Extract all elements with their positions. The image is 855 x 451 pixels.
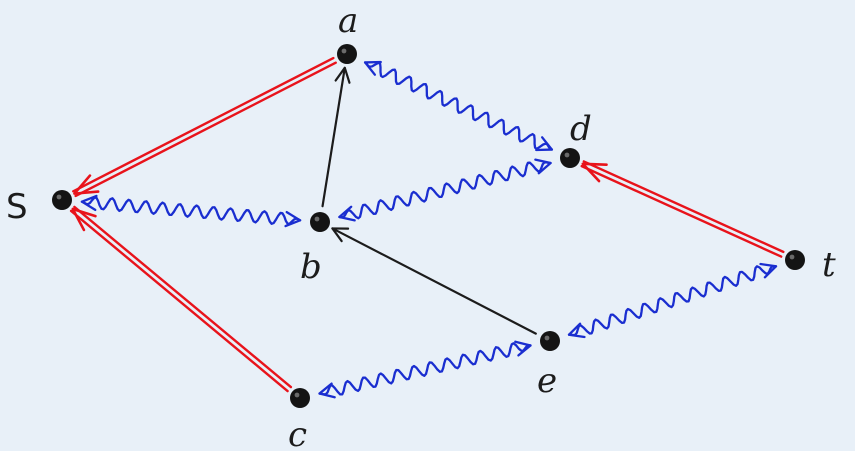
edge-d-b-arrowhead-end [338, 205, 356, 222]
edge-c-e-wave [318, 342, 532, 396]
edge-e-t [567, 262, 778, 339]
nodes-layer [52, 44, 805, 408]
edge-e-t-arrowhead-end [759, 262, 778, 279]
edge-t-d-rail-2 [580, 164, 783, 258]
node-s-highlight [56, 194, 62, 200]
edge-a-d-arrowhead-end [535, 136, 554, 152]
edge-a-d [363, 60, 554, 152]
edge-e-b-arrowhead [331, 227, 350, 243]
node-e-highlight [544, 335, 550, 341]
edge-c-e-arrowhead-end [514, 340, 532, 357]
node-d-highlight [564, 152, 570, 158]
node-b [310, 212, 330, 232]
edge-c-e-arrowhead-start [318, 382, 336, 399]
node-c [290, 388, 310, 408]
edge-s-b-arrowhead-end [284, 210, 302, 228]
edge-e-b [331, 227, 537, 335]
edge-b-a-arrowhead [334, 66, 351, 84]
edge-b-a [321, 66, 351, 208]
edge-s-b-arrowhead-start [80, 194, 98, 212]
node-label-d: d [570, 109, 592, 149]
node-label-e: e [537, 361, 557, 401]
node-t [785, 250, 805, 270]
edge-d-b-arrowhead-start [534, 158, 552, 175]
edge-d-b-wave [338, 161, 552, 220]
edge-d-b [338, 158, 552, 222]
edge-c-s-rail-1 [73, 205, 293, 389]
edge-a-s [72, 56, 337, 198]
node-label-t: t [822, 245, 836, 285]
edge-c-s [69, 205, 293, 393]
edge-e-b-line [331, 227, 537, 335]
edge-e-t-wave [567, 264, 778, 337]
node-c-highlight [294, 392, 300, 398]
node-t-highlight [789, 254, 795, 260]
node-label-b: b [300, 247, 322, 287]
edge-a-s-rail-1 [72, 56, 335, 193]
edge-s-b [80, 194, 302, 228]
labels-layer: a b c d e S t [6, 1, 836, 451]
node-b-highlight [314, 216, 320, 222]
edge-b-a-line [321, 66, 346, 208]
edge-e-t-arrowhead-start [567, 322, 586, 339]
node-s [52, 190, 72, 210]
edges-layer [69, 56, 785, 399]
node-label-s: S [6, 187, 28, 227]
node-a [337, 44, 357, 64]
edge-a-s-rail-2 [74, 61, 337, 198]
node-label-c: c [288, 415, 307, 451]
edge-s-b-wave [80, 196, 302, 225]
edge-a-s-arrowhead [73, 174, 100, 195]
edge-a-d-wave [363, 61, 554, 151]
edge-c-e [318, 340, 532, 399]
edge-c-s-arrowhead [71, 207, 97, 232]
node-a-highlight [341, 48, 347, 54]
node-e [540, 331, 560, 351]
node-d [560, 148, 580, 168]
edge-a-d-arrowhead-start [363, 60, 382, 76]
node-label-a: a [338, 1, 358, 41]
edge-t-d-rail-1 [582, 160, 785, 254]
edge-t-d-arrowhead [581, 162, 608, 183]
edge-t-d [580, 160, 785, 258]
edge-c-s-rail-2 [69, 209, 289, 393]
